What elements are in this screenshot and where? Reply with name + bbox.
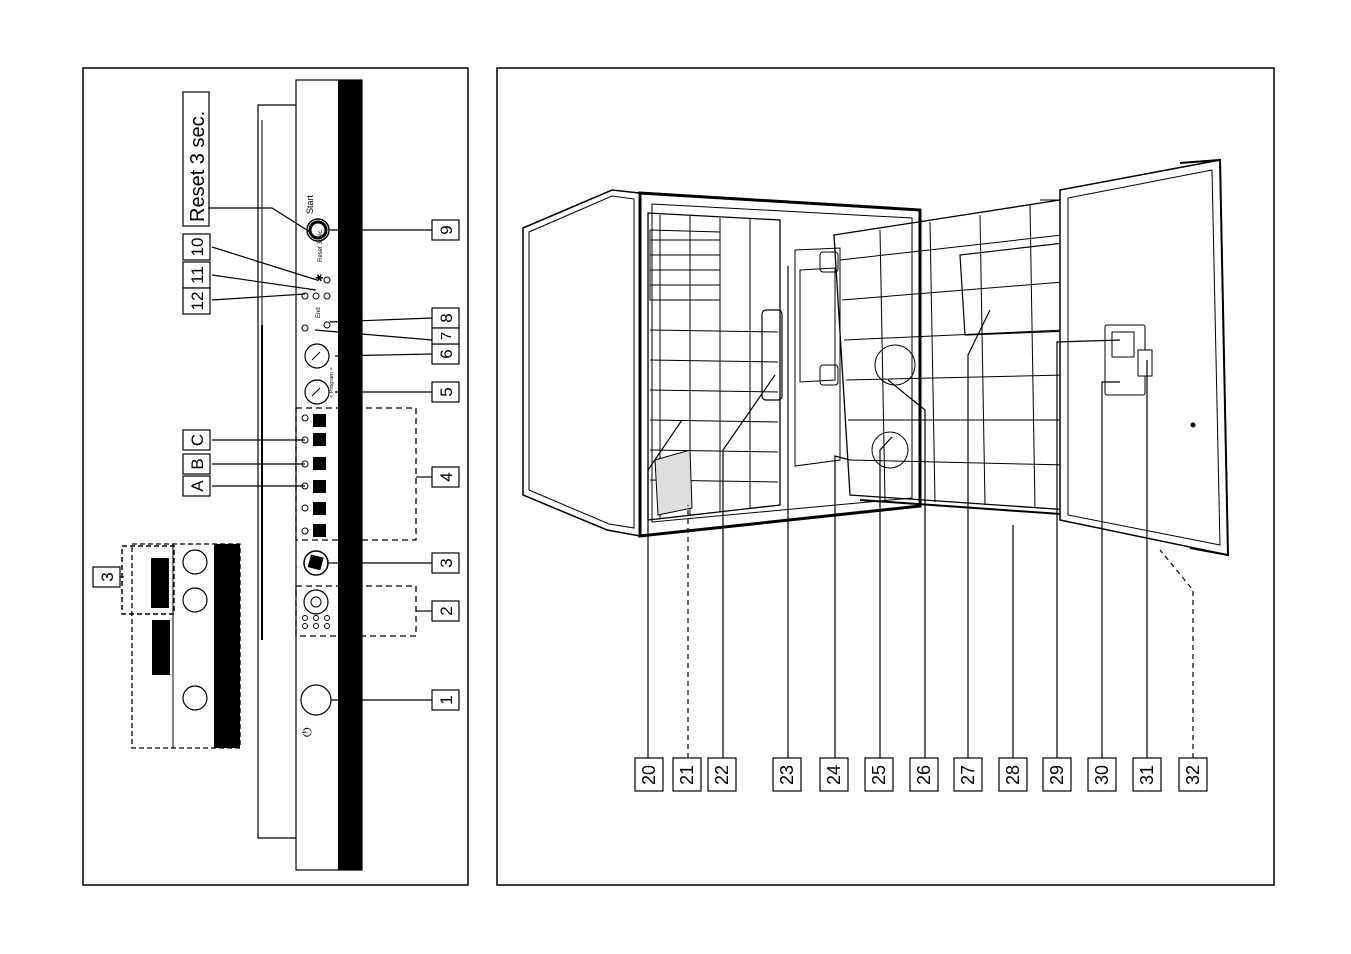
svg-text:27: 27 — [958, 765, 978, 785]
start-label: Start — [305, 194, 315, 214]
callout-A: A — [183, 476, 210, 496]
callout-5: 5 — [432, 382, 459, 402]
callout-3-inset: 3 — [93, 567, 120, 587]
control-panel-figure: Start Reset 3 sec. ✱ End < Program > — [83, 68, 468, 885]
svg-text:25: 25 — [869, 765, 889, 785]
callout-23: 23 — [773, 758, 801, 791]
callout-25: 25 — [865, 758, 893, 791]
callout-32: 32 — [1179, 758, 1207, 791]
power-icon: ⏻ — [300, 727, 314, 737]
callout-28: 28 — [999, 758, 1027, 791]
callouts-right: 9 8 6 7 5 4 3 2 1 — [432, 220, 459, 710]
option-buttons[interactable] — [313, 414, 326, 537]
callout-4: 4 — [432, 467, 459, 487]
inset-button-3 — [183, 686, 207, 710]
svg-text:31: 31 — [1137, 765, 1157, 785]
sun-icon: ✱ — [315, 274, 326, 282]
callout-3: 3 — [432, 553, 459, 573]
svg-text:11: 11 — [188, 266, 207, 284]
callout-30: 30 — [1088, 758, 1116, 791]
callouts-left: 10 11 12 C B A 3 — [93, 234, 210, 587]
callout-6: 6 — [432, 344, 459, 364]
callout-20: 20 — [635, 758, 663, 791]
callout-22: 22 — [708, 758, 736, 791]
door-outline — [258, 105, 296, 838]
door-left — [523, 190, 640, 536]
svg-text:23: 23 — [777, 765, 797, 785]
callout-31: 31 — [1133, 758, 1161, 791]
door-dot — [1191, 423, 1196, 428]
svg-text:B: B — [188, 458, 207, 469]
program-button-prev[interactable] — [305, 380, 329, 404]
svg-text:7: 7 — [438, 332, 455, 340]
callout-21: 21 — [673, 758, 701, 791]
svg-text:24: 24 — [824, 765, 844, 785]
callout-C: C — [183, 430, 210, 450]
svg-text:3: 3 — [437, 558, 456, 567]
callout-24: 24 — [820, 758, 848, 791]
option-lamps — [302, 415, 308, 534]
inset-block-2 — [152, 620, 170, 675]
svg-text:2: 2 — [437, 606, 456, 615]
svg-text:A: A — [188, 480, 207, 492]
callout-29: 29 — [1043, 758, 1071, 791]
svg-text:22: 22 — [712, 765, 732, 785]
svg-text:30: 30 — [1092, 765, 1112, 785]
callout-10: 10 — [183, 234, 210, 260]
program-label: < Program > — [329, 367, 335, 398]
inset-button-2 — [183, 588, 207, 612]
callout-12: 12 — [183, 288, 210, 314]
reset-small-label: Reset 3 sec. — [318, 228, 324, 262]
svg-text:8: 8 — [437, 313, 456, 322]
callout-1: 1 — [432, 690, 459, 710]
callouts-bottom: 20 21 22 23 24 25 26 27 28 29 30 31 — [635, 758, 1207, 791]
panel-black-strip — [338, 80, 362, 870]
svg-text:28: 28 — [1003, 765, 1023, 785]
svg-text:26: 26 — [914, 765, 934, 785]
inset-strip — [214, 544, 240, 748]
svg-text:12: 12 — [188, 292, 207, 311]
indicator-lamps-top — [302, 277, 330, 331]
svg-text:C: C — [188, 434, 207, 446]
svg-text:20: 20 — [639, 765, 659, 785]
timer-button[interactable] — [304, 590, 328, 614]
leader-lines-left — [120, 208, 317, 577]
svg-text:6: 6 — [437, 349, 456, 358]
timer-lamps — [303, 616, 330, 629]
callout-27: 27 — [954, 758, 982, 791]
svg-text:1: 1 — [437, 695, 456, 704]
callout-B: B — [183, 454, 210, 474]
program-button-next[interactable] — [305, 344, 329, 368]
svg-text:29: 29 — [1047, 765, 1067, 785]
svg-text:4: 4 — [437, 472, 456, 481]
svg-text:32: 32 — [1183, 765, 1203, 785]
power-button[interactable] — [301, 685, 331, 715]
inset-button-1 — [183, 550, 207, 574]
callout-11: 11 — [183, 262, 210, 288]
callout-2: 2 — [432, 601, 459, 621]
left-frame — [83, 68, 468, 885]
svg-text:21: 21 — [677, 765, 697, 785]
svg-text:10: 10 — [188, 238, 207, 257]
callout-7: 7 — [432, 328, 459, 344]
callout-8: 8 — [432, 308, 459, 328]
dishwasher-figure: 20 21 22 23 24 25 26 27 28 29 30 31 — [497, 68, 1274, 885]
svg-text:9: 9 — [437, 225, 456, 234]
leader-lines-right — [315, 230, 432, 700]
inset-block-1 — [151, 558, 169, 608]
detergent-dispenser — [1105, 325, 1152, 395]
callout-9: 9 — [432, 220, 459, 240]
svg-text:5: 5 — [437, 387, 456, 396]
callout-26: 26 — [910, 758, 938, 791]
svg-text:3: 3 — [98, 572, 117, 581]
reset-label: Reset 3 sec. — [187, 111, 209, 222]
end-label: End — [316, 307, 322, 318]
